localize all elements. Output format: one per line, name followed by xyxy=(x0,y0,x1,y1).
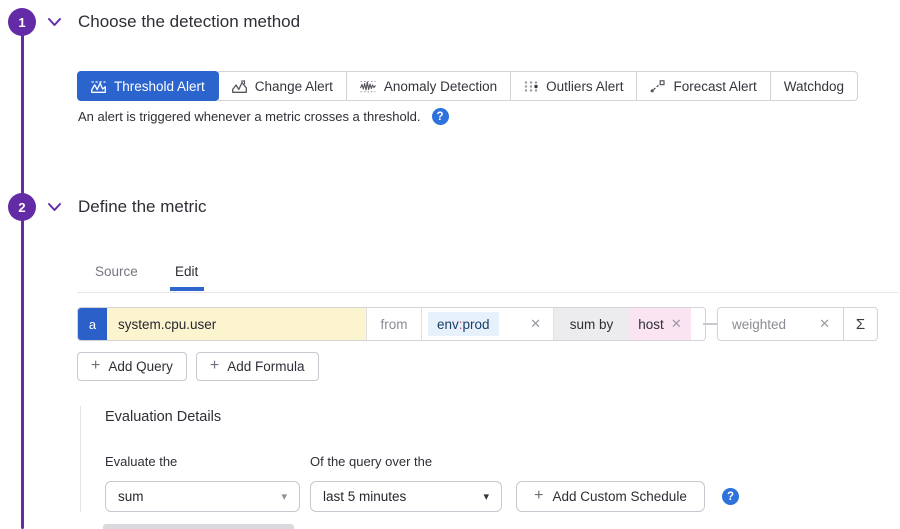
step-1-badge: 1 xyxy=(8,8,36,36)
step-2-title: Define the metric xyxy=(78,197,207,216)
group-by-tag-chip[interactable]: host ✕ xyxy=(629,308,691,340)
from-label: from xyxy=(366,308,422,340)
tag-key: env xyxy=(437,316,459,332)
tag-value: prod xyxy=(462,316,490,332)
time-window-value: last 5 minutes xyxy=(323,489,407,504)
group-tag: host xyxy=(638,316,664,332)
chevron-down-icon[interactable] xyxy=(47,17,62,28)
detection-description: An alert is triggered whenever a metric … xyxy=(78,109,421,124)
evaluate-the-label: Evaluate the xyxy=(105,454,178,469)
forecast-trend-icon xyxy=(651,79,666,92)
method-anomaly-detection[interactable]: Anomaly Detection xyxy=(345,71,512,101)
anomaly-chart-icon xyxy=(359,80,376,92)
outliers-dots-icon xyxy=(524,80,538,92)
evaluation-section-border xyxy=(80,406,81,512)
close-icon[interactable]: ✕ xyxy=(530,316,541,331)
plus-icon: + xyxy=(91,357,101,374)
function-group-divider xyxy=(843,308,844,340)
close-icon[interactable]: ✕ xyxy=(670,316,682,331)
method-change-alert[interactable]: Change Alert xyxy=(217,71,347,101)
help-icon[interactable]: ? xyxy=(722,488,739,505)
query-window-label: Of the query over the xyxy=(310,454,433,469)
metric-name: system.cpu.user xyxy=(118,316,217,332)
add-formula-label: Add Formula xyxy=(227,359,305,374)
method-threshold-alert[interactable]: Threshold Alert xyxy=(77,71,219,101)
add-custom-schedule-button[interactable]: + Add Custom Schedule xyxy=(516,481,705,512)
next-section-cutoff xyxy=(103,524,294,529)
method-label: Outliers Alert xyxy=(546,78,624,94)
function-group: weighted ✕ Σ xyxy=(717,307,878,341)
threshold-chart-icon xyxy=(91,80,106,93)
space-aggregation-selector[interactable]: sum by xyxy=(553,308,629,340)
plus-icon: + xyxy=(209,357,220,374)
step-1-title: Choose the detection method xyxy=(78,12,301,31)
evaluation-title: Evaluation Details xyxy=(105,409,222,425)
method-label: Watchdog xyxy=(783,78,845,94)
method-label: Anomaly Detection xyxy=(383,78,498,94)
query-bar-spacer xyxy=(691,308,705,340)
function-connector-line xyxy=(703,323,719,325)
change-chart-icon xyxy=(231,79,247,93)
step-2-badge: 2 xyxy=(8,193,36,221)
metric-query-bar: a system.cpu.user from env:prod ✕ sum by… xyxy=(77,307,706,341)
query-actions-row: + Add Query + Add Formula xyxy=(77,352,319,381)
tab-source[interactable]: Source xyxy=(95,264,138,279)
method-label: Forecast Alert xyxy=(673,78,757,94)
function-chip[interactable]: weighted xyxy=(732,316,787,332)
active-tab-underline xyxy=(170,287,204,291)
aggregation-value: sum xyxy=(118,489,144,504)
close-icon[interactable]: ✕ xyxy=(819,316,830,331)
detection-method-picker: Threshold Alert Change Alert Anomaly Det… xyxy=(77,71,859,101)
add-formula-button[interactable]: + Add Formula xyxy=(195,352,319,381)
sigma-aggregation-icon[interactable]: Σ xyxy=(855,315,866,333)
add-query-button[interactable]: + Add Query xyxy=(77,352,187,381)
method-outliers-alert[interactable]: Outliers Alert xyxy=(510,71,638,101)
help-icon[interactable]: ? xyxy=(431,108,449,125)
method-label: Change Alert xyxy=(254,78,333,94)
tab-edit[interactable]: Edit xyxy=(175,264,199,279)
plus-icon: + xyxy=(534,487,544,504)
metric-name-field[interactable]: system.cpu.user xyxy=(107,308,366,340)
add-query-label: Add Query xyxy=(108,359,173,374)
tag-separator: : xyxy=(458,316,463,332)
method-label: Threshold Alert xyxy=(114,78,205,94)
chevron-down-icon: ▾ xyxy=(281,491,287,503)
tabs-divider xyxy=(77,292,898,293)
chevron-down-icon: ▾ xyxy=(483,491,489,503)
detection-description-row: An alert is triggered whenever a metric … xyxy=(78,108,449,125)
chevron-down-icon[interactable] xyxy=(47,202,62,213)
method-watchdog[interactable]: Watchdog xyxy=(769,71,859,101)
filter-tag-zone[interactable]: env:prod ✕ xyxy=(422,308,553,340)
filter-tag-chip[interactable]: env:prod xyxy=(428,312,499,336)
step-progress-line xyxy=(21,22,24,529)
time-window-dropdown[interactable]: last 5 minutes ▾ xyxy=(310,481,502,512)
method-forecast-alert[interactable]: Forecast Alert xyxy=(636,71,771,101)
add-custom-schedule-label: Add Custom Schedule xyxy=(552,489,687,504)
aggregation-dropdown[interactable]: sum ▾ xyxy=(105,481,300,512)
query-letter-toggle[interactable]: a xyxy=(78,308,107,340)
